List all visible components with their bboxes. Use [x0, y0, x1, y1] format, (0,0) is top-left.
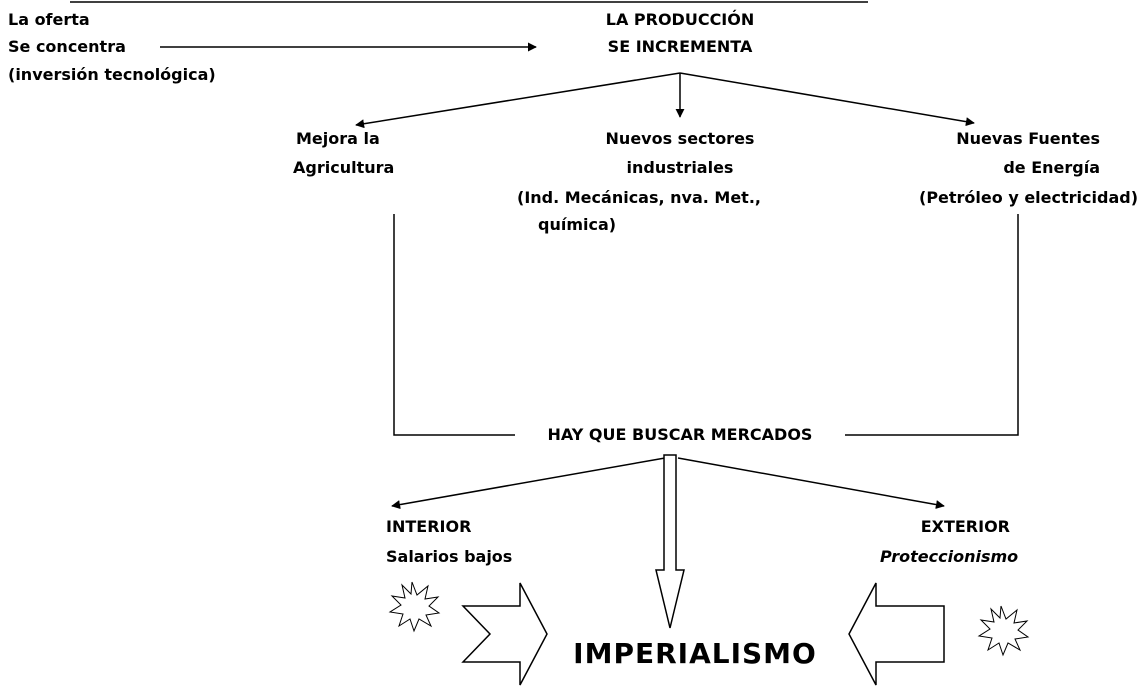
- imperialismo-label: IMPERIALISMO: [573, 637, 817, 670]
- markets-label: HAY QUE BUSCAR MERCADOS: [515, 424, 845, 446]
- supply-line-3: (inversión tecnológica): [8, 65, 216, 84]
- industry-line-3: (Ind. Mecánicas, nva. Met.,: [517, 188, 761, 207]
- energy-line-3: (Petróleo y electricidad): [919, 188, 1138, 207]
- agriculture-line-1: Mejora la: [296, 129, 380, 148]
- arrow-to-interior: [391, 457, 666, 510]
- hollow-right-arrow: [461, 582, 548, 686]
- exterior-line-1: EXTERIOR: [920, 517, 1010, 536]
- left-bracket-line: [393, 214, 515, 436]
- hollow-left-arrow: [848, 582, 945, 686]
- burst-icon-right: [977, 605, 1030, 657]
- energy-line-1: Nuevas Fuentes: [956, 129, 1100, 148]
- industry-line-1: Nuevos sectores: [605, 129, 755, 148]
- supply-line-1: La oferta: [8, 10, 90, 29]
- industry-line-4: química): [538, 215, 617, 234]
- agriculture-line-2: Agricultura: [293, 158, 395, 177]
- hollow-down-arrow: [655, 454, 685, 629]
- right-bracket-line: [845, 214, 1019, 436]
- markets-label-text: HAY QUE BUSCAR MERCADOS: [543, 425, 817, 444]
- interior-line-1: INTERIOR: [386, 517, 472, 536]
- arrow-to-agriculture: [355, 72, 681, 129]
- energy-line-2: de Energía: [1003, 158, 1100, 177]
- burst-icon-left: [388, 581, 441, 633]
- exterior-line-2: Proteccionismo: [880, 547, 1019, 566]
- industry-line-2: industriales: [626, 158, 734, 177]
- arrow-to-exterior: [677, 457, 945, 509]
- arrow-to-energy: [679, 72, 975, 127]
- production-line-1: LA PRODUCCIÓN: [605, 10, 755, 29]
- production-line-2: SE INCREMENTA: [607, 37, 753, 56]
- supply-line-2: Se concentra: [8, 37, 126, 56]
- interior-line-2: Salarios bajos: [386, 547, 513, 566]
